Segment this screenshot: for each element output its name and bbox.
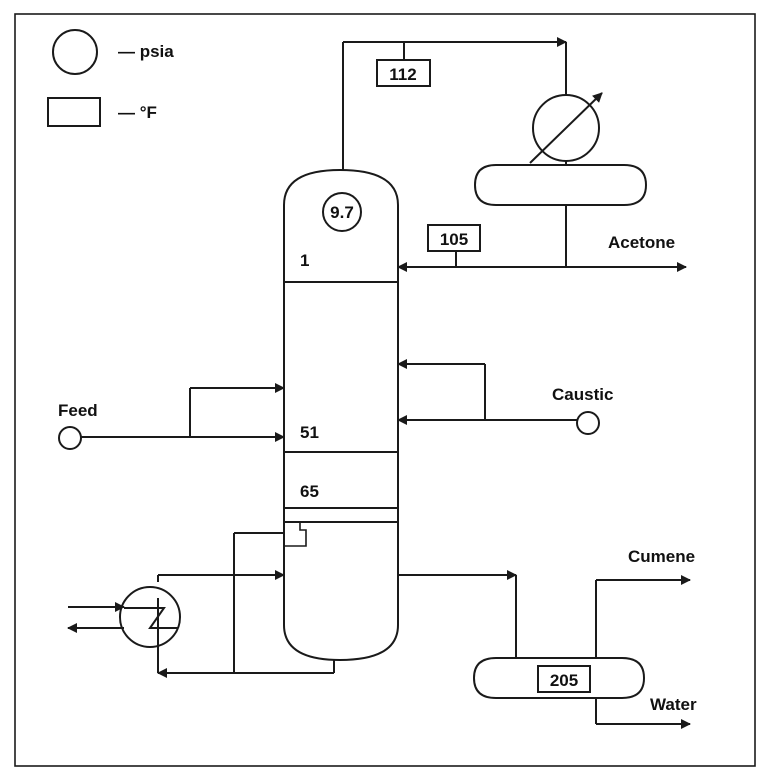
draw-off-box — [284, 522, 307, 547]
reboiler-icon — [119, 586, 181, 648]
overhead-temp-value: 112 — [389, 65, 416, 84]
legend-degf-label: — °F — [118, 103, 157, 122]
diagram-frame — [14, 13, 756, 767]
decanter-icon — [472, 657, 646, 699]
top-pressure-circle — [322, 192, 362, 232]
legend-circle-icon — [52, 29, 98, 75]
reflux-temp-box — [427, 224, 481, 252]
feed-line — [58, 383, 285, 450]
reboiler-circuit — [157, 532, 335, 678]
caustic-line — [397, 359, 600, 435]
legend: — psia — °F — [47, 29, 174, 127]
distillation-column: 9.7 1 51 65 — [283, 168, 399, 662]
column-shell — [283, 168, 399, 662]
feed-inlet-icon — [58, 426, 82, 450]
condenser-icon — [529, 92, 603, 164]
water-line — [595, 698, 691, 729]
side-draw-line — [398, 570, 517, 658]
reflux-temp-value: 105 — [440, 230, 468, 249]
reflux-line: 105 — [397, 224, 687, 272]
caustic-label: Caustic — [552, 385, 613, 404]
water-label: Water — [650, 695, 697, 714]
caustic-inlet-icon — [576, 411, 600, 435]
cumene-line — [595, 575, 691, 658]
overhead-line: 112 — [342, 37, 567, 170]
feed-label: Feed — [58, 401, 98, 420]
overhead-temp-box — [376, 59, 431, 87]
top-pressure-value: 9.7 — [330, 203, 354, 222]
decanter-temp-box — [537, 665, 591, 693]
tray-1-label: 1 — [300, 251, 309, 270]
acetone-label: Acetone — [608, 233, 675, 252]
legend-box-icon — [47, 97, 101, 127]
reflux-drum-icon — [473, 164, 648, 206]
legend-psia-label: — psia — [118, 42, 174, 61]
cumene-label: Cumene — [628, 547, 695, 566]
tray-65-label: 65 — [300, 482, 319, 501]
tray-51-label: 51 — [300, 423, 319, 442]
decanter-temp-value: 205 — [550, 671, 578, 690]
